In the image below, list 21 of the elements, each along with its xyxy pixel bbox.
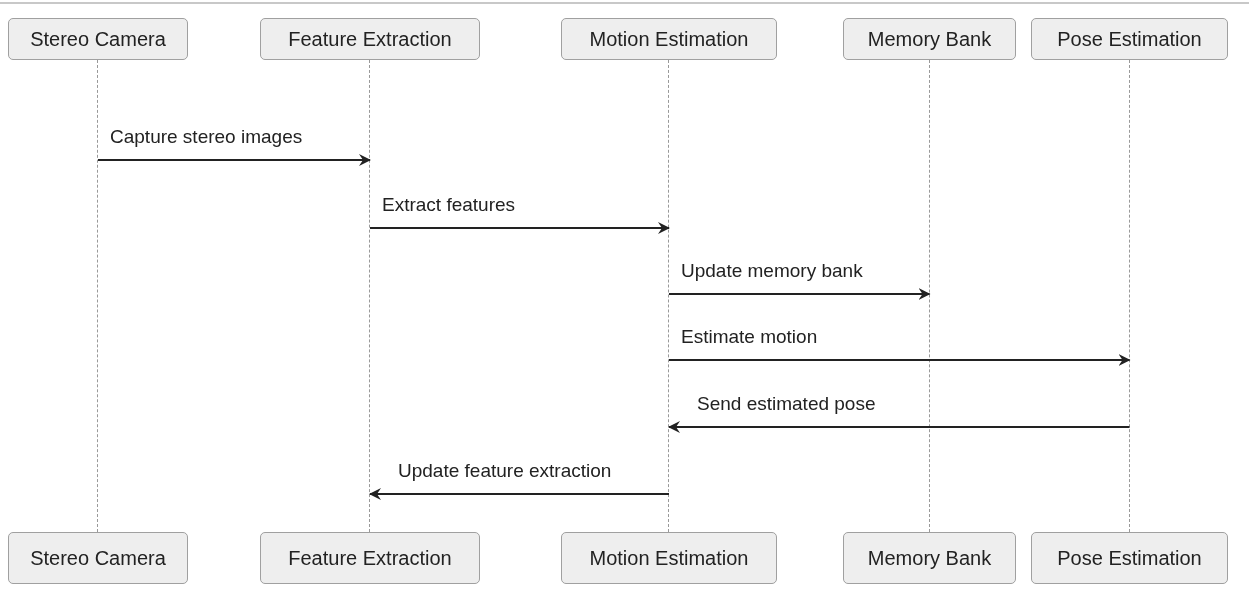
participant-box: Pose Estimation <box>1031 532 1228 584</box>
participant-box: Memory Bank <box>843 532 1016 584</box>
lifeline <box>97 60 99 532</box>
participant-box: Motion Estimation <box>561 532 777 584</box>
participant-box: Motion Estimation <box>561 18 777 60</box>
lifeline <box>928 60 931 532</box>
message-arrow <box>369 488 670 500</box>
lifeline <box>369 60 371 532</box>
participant-box: Memory Bank <box>843 18 1016 60</box>
participant-box: Feature Extraction <box>260 18 480 60</box>
participant-box: Pose Estimation <box>1031 18 1228 60</box>
message-arrow <box>668 288 931 300</box>
participant-box: Stereo Camera <box>8 532 188 584</box>
participant-box: Stereo Camera <box>8 18 188 60</box>
message-arrow <box>668 421 1131 433</box>
lifeline <box>1128 60 1131 532</box>
participant-box: Feature Extraction <box>260 532 480 584</box>
message-arrow <box>369 222 670 234</box>
lifeline <box>668 60 670 532</box>
message-arrow <box>668 354 1131 366</box>
message-arrow <box>97 154 371 166</box>
